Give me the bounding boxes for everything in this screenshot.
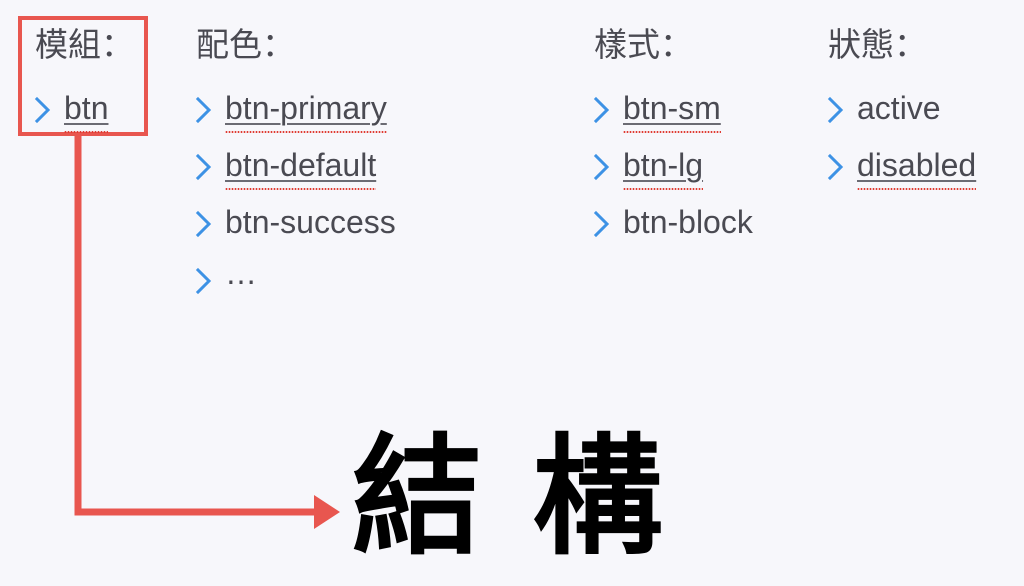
list-item-label: active [857, 89, 941, 126]
chevron-right-icon [592, 209, 612, 239]
chevron-right-icon [194, 95, 214, 125]
column-header-module: 模組： [35, 26, 134, 63]
item-list-module: btn [33, 80, 109, 137]
chevron-right-icon [826, 152, 846, 182]
column-header-state: 狀態： [828, 26, 927, 63]
chevron-right-icon [592, 152, 612, 182]
list-item[interactable]: btn [33, 80, 109, 137]
chevron-right-icon [826, 95, 846, 125]
list-item-label: btn-success [225, 203, 396, 240]
chevron-right-icon [194, 209, 214, 239]
list-item[interactable]: btn-success [194, 194, 396, 251]
list-item[interactable]: btn-default [194, 137, 396, 194]
item-list-state: active disabled [826, 80, 977, 194]
column-header-color: 配色： [196, 26, 295, 63]
item-list-color: btn-primary btn-default btn-success [194, 80, 396, 308]
list-item-label: btn-sm [623, 89, 721, 133]
list-item-label-ellipsis: … [225, 255, 262, 291]
list-item-label: btn-lg [623, 146, 704, 190]
list-item-label: btn [64, 89, 109, 133]
list-item[interactable]: active [826, 80, 976, 137]
arrow-right-icon [314, 495, 340, 529]
list-item-label: btn-block [623, 203, 753, 240]
chevron-right-icon [33, 95, 53, 125]
list-item[interactable]: btn-sm [592, 80, 753, 137]
list-item[interactable]: btn-block [592, 194, 753, 251]
list-item[interactable]: btn-primary [194, 80, 396, 137]
module-highlight-box [18, 16, 148, 136]
chevron-right-icon [592, 95, 612, 125]
item-list-size: btn-sm btn-lg btn-block [592, 80, 753, 251]
list-item-label: btn-default [225, 146, 377, 190]
list-item[interactable]: disabled [826, 137, 977, 194]
list-item-label: btn-primary [225, 89, 387, 133]
column-header-size: 樣式： [594, 26, 693, 63]
chevron-right-icon [194, 266, 214, 296]
chevron-right-icon [194, 152, 214, 182]
list-item[interactable]: btn-lg [592, 137, 753, 194]
headline-text: 結 構 [352, 421, 666, 573]
list-item-label: disabled [857, 146, 977, 190]
list-item[interactable]: … [194, 251, 396, 308]
